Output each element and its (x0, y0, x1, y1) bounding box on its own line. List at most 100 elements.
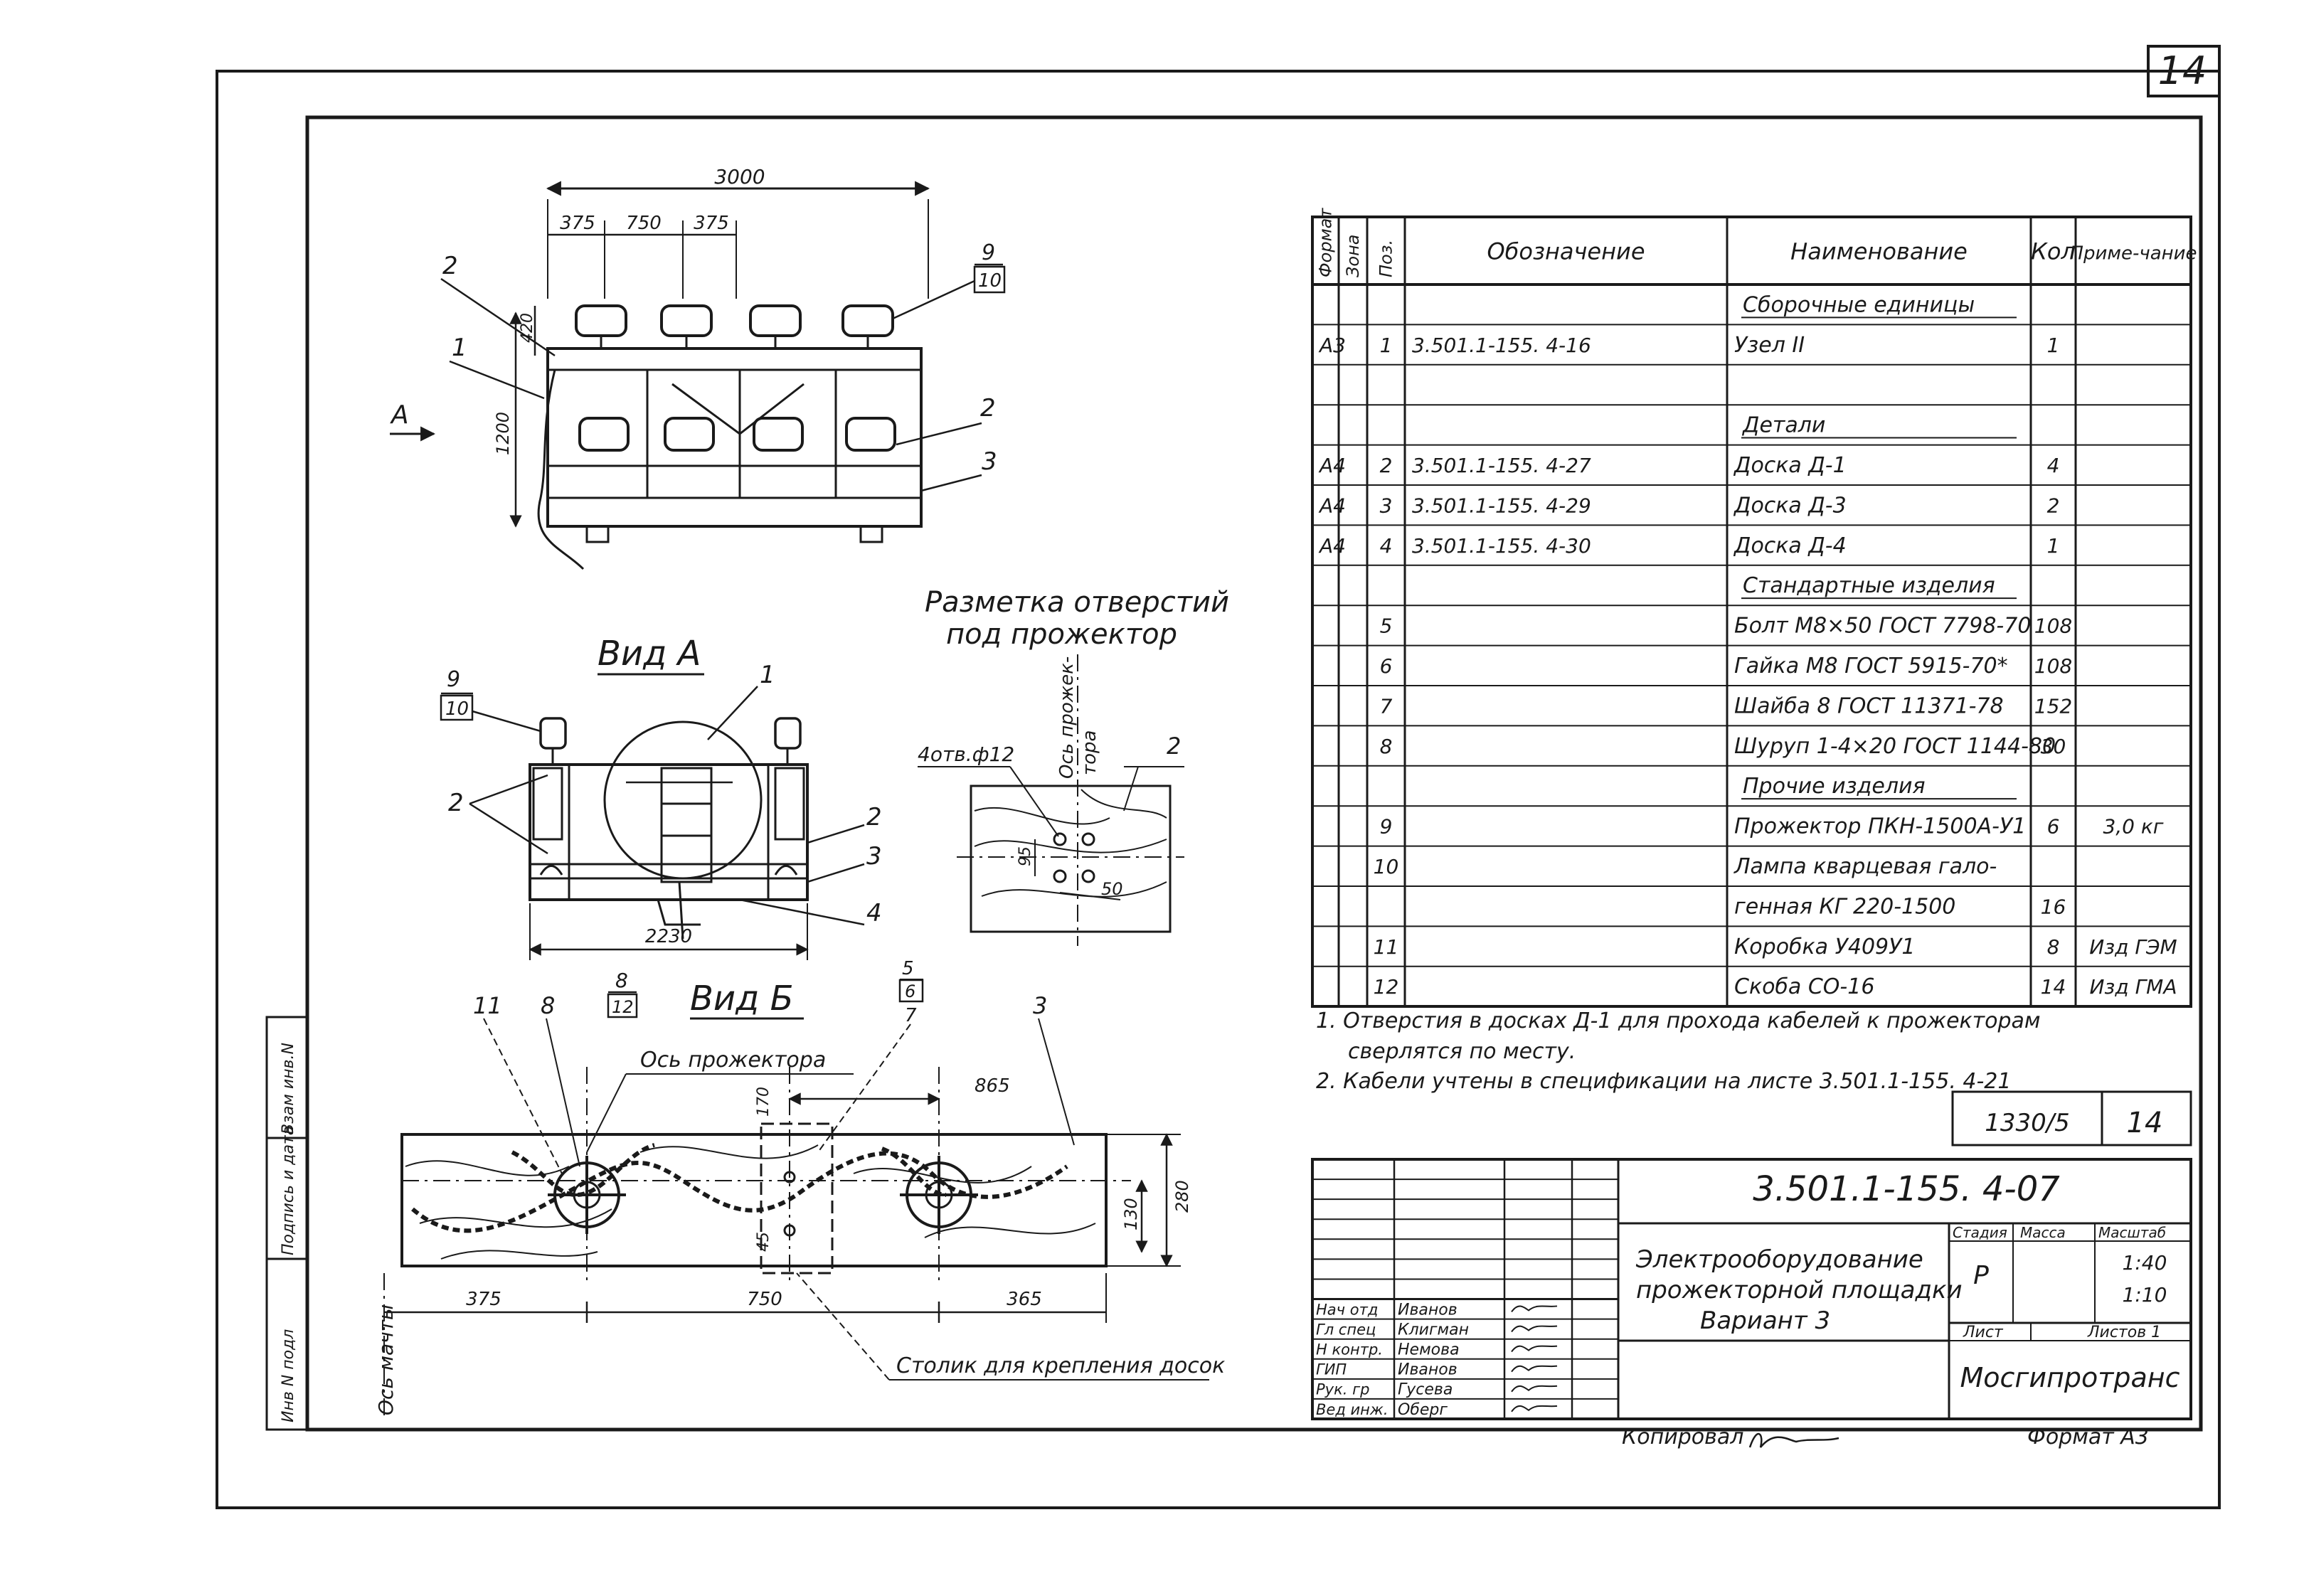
spec-cell: 2 (1380, 454, 1393, 477)
tb-role: Нач отд (1316, 1301, 1378, 1318)
spec-header-cell: Формат (1316, 208, 1336, 277)
spec-section-heading: Детали (1741, 413, 1825, 438)
spec-section-heading: Сборочные единицы (1743, 292, 1975, 317)
dim-b-865: 865 (975, 1075, 1010, 1097)
inventory-sheet: 14 (2127, 1107, 2163, 1139)
view-b-title: Вид Б (690, 979, 794, 1018)
title-line-1: Электрооборудование (1635, 1245, 1923, 1274)
tb-role: Н контр. (1316, 1341, 1383, 1358)
signature (1511, 1305, 1558, 1313)
leader-b-5: 5 (902, 958, 914, 979)
dim-b-365: 365 (1007, 1289, 1042, 1310)
marking-axis-1: Ось прожек- (1056, 656, 1078, 779)
mass-label: Масса (2020, 1224, 2066, 1241)
spec-header-cell: Приме-чание (2069, 243, 2197, 265)
leader-top-2b: 2 (980, 394, 996, 422)
sheet-label: Лист (1963, 1324, 2004, 1341)
side-stamp-replace: Взам инв.N (280, 1043, 297, 1134)
leader-a-4: 4 (866, 899, 882, 927)
dim-b-280: 280 (1172, 1180, 1192, 1213)
signature (1511, 1405, 1558, 1413)
spec-cell: 10 (1374, 855, 1399, 878)
tb-role: ГИП (1316, 1361, 1347, 1378)
spec-cell: 3 (1380, 494, 1393, 517)
spec-cell: 152 (2034, 694, 2072, 718)
leader-a-2: 2 (448, 789, 464, 817)
signature (1511, 1345, 1558, 1353)
spec-cell: Доска Д-4 (1733, 533, 1847, 558)
sheet-frame: 14 (216, 45, 2221, 1509)
leader-b-6: 6 (905, 981, 915, 1001)
leader-top-1: 1 (452, 334, 467, 362)
view-b-axis-label: Ось прожектора (640, 1048, 826, 1073)
dim-b-170: 170 (755, 1087, 772, 1117)
spec-cell: 2 (2047, 494, 2060, 517)
spec-cell: Шуруп 1-4×20 ГОСТ 1144-80 (1734, 734, 2056, 759)
spec-cell: Доска Д-3 (1733, 493, 1847, 518)
spec-cell: 3.501.1-155. 4-27 (1412, 454, 1591, 477)
leader-a-2b: 2 (866, 803, 882, 831)
marking-detail: Разметка отверстий под прожектор 95 50 4… (918, 586, 1229, 946)
note-2: 2. Кабели учтены в спецификации на листе… (1316, 1069, 2011, 1094)
spec-header-cell: Зона (1343, 235, 1363, 277)
marking-dim-95: 95 (1016, 846, 1034, 866)
marking-title-2: под прожектор (946, 618, 1177, 651)
copied-by: Копировал (1622, 1425, 1743, 1449)
side-stamp: Инв N подл Подпись и дата Взам инв.N (265, 1016, 309, 1431)
dim-b-750: 750 (747, 1289, 782, 1310)
notes: 1. Отверстия в досках Д-1 для прохода ка… (1316, 1009, 2041, 1094)
scale-2: 1:10 (2123, 1283, 2167, 1307)
leader-b-3: 3 (1033, 992, 1047, 1019)
leader-top-9: 9 (982, 240, 995, 265)
dim-top-d2: 750 (626, 213, 662, 234)
spec-cell: 3.501.1-155. 4-16 (1412, 334, 1591, 357)
note-1b: сверлятся по месту. (1348, 1039, 1576, 1064)
dim-top-total: 3000 (714, 165, 765, 188)
inventory-code: 1330/5 (1985, 1109, 2070, 1137)
leader-b-8: 8 (541, 992, 555, 1019)
tb-name: Иванов (1398, 1301, 1458, 1319)
side-stamp-inv: Инв N подл (280, 1329, 297, 1422)
note-1: 1. Отверстия в досках Д-1 для прохода ка… (1316, 1009, 2041, 1033)
spec-cell: Доска Д-1 (1733, 453, 1847, 478)
leader-top-10: 10 (978, 270, 1002, 292)
dim-b-130: 130 (1121, 1198, 1141, 1230)
organization: Мосгипротранс (1960, 1362, 2179, 1393)
marking-leader-2: 2 (1167, 733, 1181, 760)
spec-cell: 8 (2047, 935, 2060, 959)
spec-cell: 3.501.1-155. 4-30 (1412, 534, 1591, 558)
arrow-a-label: А (390, 400, 409, 430)
top-view: 3000 375 750 375 1200 (390, 165, 1006, 570)
spec-cell: Узел II (1734, 333, 1805, 358)
view-a-title: Вид А (598, 634, 701, 674)
spec-cell: А4 (1318, 454, 1346, 477)
spec-cell: 1 (2047, 534, 2060, 558)
spec-header-cell: Поз. (1376, 240, 1396, 277)
leader-b-12: 12 (612, 997, 634, 1017)
inventory-box: 1330/5 14 (1951, 1090, 2192, 1147)
sheets-label: Листов 1 (2087, 1324, 2161, 1341)
leader-a-10: 10 (445, 698, 469, 720)
spec-cell: 30 (2041, 735, 2066, 758)
tb-name: Гусева (1398, 1381, 1453, 1399)
tb-name: Иванов (1398, 1361, 1458, 1379)
tb-name: Клигман (1398, 1321, 1469, 1339)
tb-name: Оберг (1398, 1401, 1448, 1419)
spec-cell: А4 (1318, 494, 1346, 517)
spec-section-heading: Прочие изделия (1743, 774, 1926, 799)
spec-cell: 108 (2034, 615, 2072, 638)
view-b: Вид Б Ось прожектора 865 170 45 28 (374, 958, 1225, 1415)
scale-label: Масштаб (2098, 1224, 2166, 1241)
marking-dim-50: 50 (1101, 879, 1123, 899)
signature (1511, 1385, 1558, 1393)
title-code: 3.501.1-155. 4-07 (1753, 1169, 2060, 1209)
dim-top-d1: 375 (560, 213, 595, 234)
signature (1511, 1325, 1558, 1333)
marking-holes: 4отв.ф12 (918, 743, 1014, 766)
signature (1511, 1365, 1558, 1373)
spec-cell: А4 (1318, 534, 1346, 558)
